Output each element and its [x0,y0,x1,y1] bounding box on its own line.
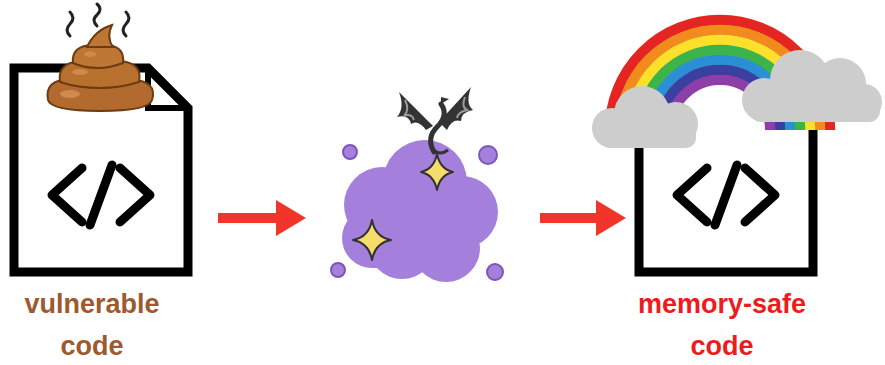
stink-line [123,12,129,36]
poop-shine [84,51,96,57]
magic-dot [487,264,503,280]
file-label: memory-safe code [632,283,812,365]
dragon-head [441,97,449,104]
file-fold [148,70,186,108]
cloud-puff [846,84,882,120]
dragon-wing-vein [404,100,414,120]
cloud-puff [814,58,866,110]
magic-dot [331,263,345,277]
cloud-shape [342,140,498,282]
flow-arrow [540,213,604,223]
flow-arrow [218,213,284,223]
file-outline [639,68,813,272]
file-outline [14,68,188,272]
stink-line [94,4,100,26]
stink-lines [67,4,129,36]
magic-dot [343,145,357,159]
transform-cloud [312,80,534,295]
dragon-wing [397,92,433,130]
file-label: vulnerable code [2,283,182,365]
source-file: vulnerable code [0,0,212,365]
magic-dot [479,146,497,164]
cloud-puff [592,108,632,148]
node-outline [312,80,534,295]
output-file: memory-safe code [632,0,885,365]
dragon-wing [439,87,473,130]
poop-tip [87,25,113,47]
stink-line [67,12,73,36]
file-fold [773,70,811,108]
dragon-wing-vein [457,97,467,118]
